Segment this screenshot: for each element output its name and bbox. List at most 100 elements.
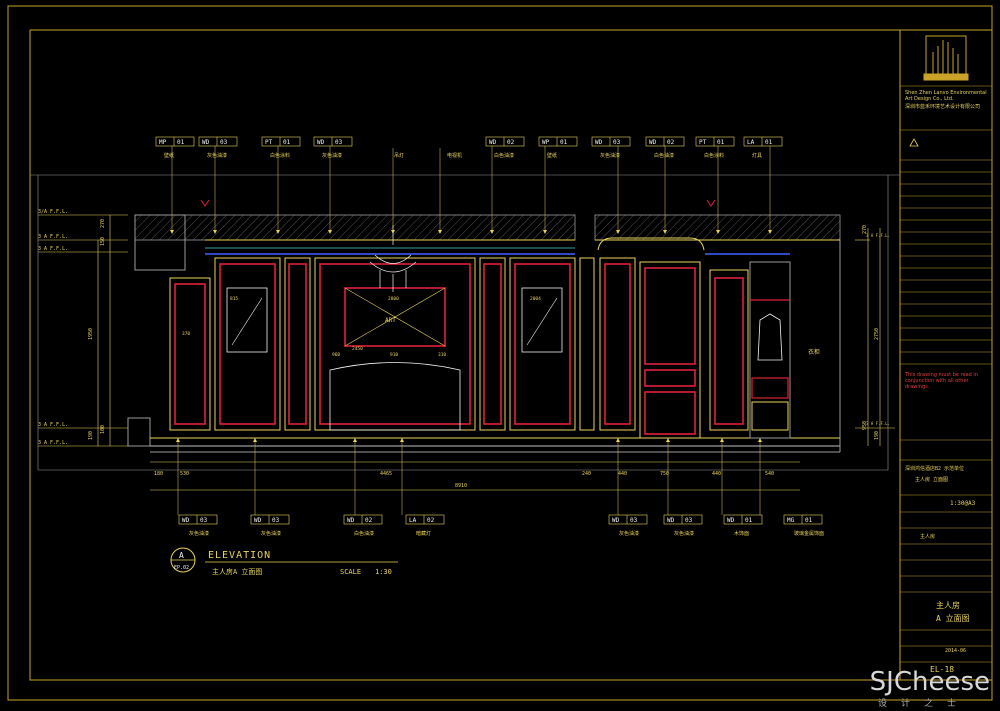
watermark-subtitle: 设计之士 bbox=[877, 699, 970, 709]
sheet-outer-frame bbox=[7, 5, 993, 701]
dimension-value: 440 bbox=[618, 471, 627, 477]
dimension-value: 815 bbox=[230, 296, 238, 302]
tag-note: 白色油漆 bbox=[654, 152, 674, 159]
tag-code: WD bbox=[727, 517, 735, 524]
dimension-value: 910 bbox=[390, 352, 398, 358]
elevation-sheet-ref: EP.02 bbox=[174, 565, 189, 571]
dimension-value: 190 bbox=[874, 431, 880, 440]
dimension-value: 180 bbox=[154, 471, 163, 477]
company-logo bbox=[923, 35, 969, 81]
tag-number: 01 bbox=[560, 139, 568, 146]
tag-code: WD bbox=[649, 139, 657, 146]
dimension-value: 2800 bbox=[388, 296, 399, 302]
tag-note: 灰色油漆 bbox=[322, 152, 342, 159]
tag-number: 03 bbox=[220, 139, 228, 146]
tag-number: 03 bbox=[613, 139, 621, 146]
tb-project-title-1: 主人房 bbox=[936, 600, 960, 610]
chandelier-icon bbox=[369, 225, 417, 292]
level-label: 3 A F.F.L. bbox=[38, 422, 68, 428]
wall-panels bbox=[169, 237, 791, 439]
level-label-right: 3 A F.F.L. bbox=[866, 421, 890, 426]
tag-number: 01 bbox=[717, 139, 725, 146]
tb-side-note-1: 深圳鸿信酒店B2 示范单位 bbox=[905, 465, 964, 472]
dimension-value: 2450 bbox=[352, 346, 363, 352]
elevation-title: ELEVATION bbox=[208, 550, 271, 561]
tag-code: WD bbox=[202, 139, 210, 146]
dimension-value: 2004 bbox=[530, 296, 541, 302]
dimension-value: 540 bbox=[765, 471, 774, 477]
tag-number: 03 bbox=[630, 517, 638, 524]
tag-code: WD bbox=[595, 139, 603, 146]
dimension-value: 310 bbox=[438, 352, 446, 358]
tag-code: MG bbox=[787, 517, 795, 524]
material-tag-top: 电视机 bbox=[438, 148, 462, 234]
dimension-value: 440 bbox=[712, 471, 721, 477]
tag-number: 02 bbox=[427, 517, 435, 524]
tag-code: PT bbox=[265, 139, 273, 146]
tag-note: 玻璃金属饰面 bbox=[794, 530, 824, 537]
dimension-value: 4465 bbox=[380, 471, 392, 477]
level-markers bbox=[200, 199, 716, 207]
dimension-value: 270 bbox=[862, 225, 868, 234]
left-level-labels: 3/A F.F.L.3 A F.F.L.3 A F.F.L.3 A F.F.L.… bbox=[38, 209, 890, 446]
tag-code: WD bbox=[182, 517, 190, 524]
elevation-subtitle: 主人房A 立面图 bbox=[212, 567, 262, 576]
elevation-title-block: A EP.02 ELEVATION 主人房A 立面图 SCALE 1:30 bbox=[170, 547, 398, 576]
tag-note: 灰色油漆 bbox=[674, 530, 694, 537]
material-tag-bottom: WD 02 白色油漆 bbox=[343, 438, 383, 537]
warning-triangle-icon bbox=[909, 138, 919, 147]
dimension-value: 270 bbox=[100, 219, 106, 228]
tag-note: 白色油漆 bbox=[354, 530, 374, 537]
headboard-label: ART bbox=[385, 317, 396, 324]
wardrobe-annotation: 衣柜 bbox=[808, 348, 820, 356]
level-label: 3 A F.F.L. bbox=[38, 246, 68, 252]
tag-code: WD bbox=[317, 139, 325, 146]
tb-project-title-2: A 立面图 bbox=[936, 613, 970, 623]
level-label: 3 A F.F.L. bbox=[38, 440, 68, 446]
level-label: 3 A F.F.L. bbox=[38, 234, 68, 240]
tb-project: 主人房 bbox=[920, 533, 935, 540]
scale-value: 1:30 bbox=[375, 568, 392, 576]
dimension-value: 950 bbox=[862, 421, 868, 430]
material-tag-top: WD 03 灰色油漆 bbox=[591, 136, 631, 234]
tag-note: 木饰面 bbox=[734, 530, 749, 537]
tb-company-en: Shen Zhen Lanvo Environmental Art Design… bbox=[905, 90, 987, 102]
title-block-lines bbox=[900, 85, 992, 663]
elevation-structure bbox=[127, 214, 841, 453]
watermark-logo: SJCheese bbox=[869, 667, 990, 697]
tag-note: 暗藏灯 bbox=[416, 530, 431, 537]
tag-code: WD bbox=[347, 517, 355, 524]
sheet-inner-frame bbox=[29, 29, 901, 681]
dimension-value: 1950 bbox=[88, 328, 94, 340]
tb-scale: 1:30@A3 bbox=[950, 500, 976, 507]
tag-number: 01 bbox=[765, 139, 773, 146]
tag-note: 灰色油漆 bbox=[207, 152, 227, 159]
tag-number: 02 bbox=[507, 139, 515, 146]
dimension-value: 750 bbox=[660, 471, 669, 477]
title-block-frame bbox=[899, 29, 993, 681]
total-dimension: 8910 bbox=[455, 483, 467, 489]
tag-code: PT bbox=[699, 139, 707, 146]
tag-code: LA bbox=[747, 139, 755, 146]
tag-note: 灰色油漆 bbox=[600, 152, 620, 159]
tag-number: 02 bbox=[365, 517, 373, 524]
tag-note: 吊灯 bbox=[394, 152, 404, 159]
dimension-value: 190 bbox=[88, 431, 94, 440]
elevation-letter: A bbox=[179, 551, 184, 560]
dimension-value: 100 bbox=[100, 425, 106, 434]
tag-number: 03 bbox=[200, 517, 208, 524]
